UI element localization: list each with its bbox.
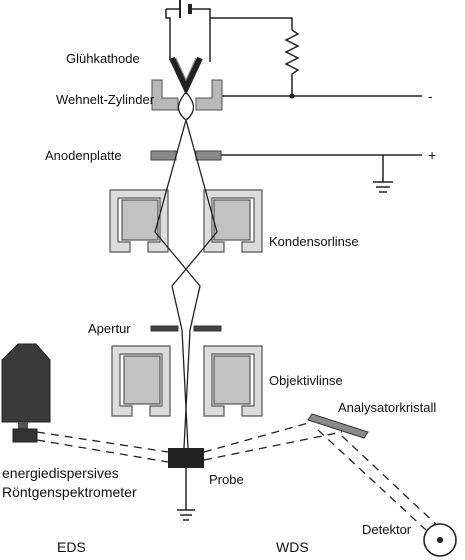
sample-label: Probe [209,472,244,487]
cathode-label: Glühkathode [66,51,140,66]
condenser-lens [109,189,263,253]
anode-ground-symbol [373,155,393,193]
plus-sign: + [428,147,436,163]
xray-paths [36,421,441,531]
eds-device-label-2: Röntgenspektrometer [2,484,137,500]
objective-label: Objektivlinse [269,373,343,388]
resistor-symbol [284,29,300,96]
wehnelt-label: Wehnelt-Zylinder [56,92,155,107]
anode-plate [150,150,222,161]
minus-sign: - [428,88,433,104]
detector-label: Detektor [362,522,412,537]
cathode-filament [169,56,203,96]
eds-label: EDS [57,539,86,555]
battery-symbol [166,0,196,18]
filament-wires [165,8,293,62]
wds-detector [423,523,457,557]
analyzer-crystal [307,413,369,439]
aperture-label: Apertur [88,321,131,336]
wehnelt-cylinder [151,79,223,111]
eds-device-label-1: energiedispersives [2,465,119,481]
electron-beam [154,91,218,449]
aperture-plate [150,325,222,332]
wds-label: WDS [276,539,309,555]
condenser-label: Kondensorlinse [269,234,359,249]
sample-ground-symbol [177,468,195,521]
objective-lens [111,345,263,417]
sample-block [168,448,204,468]
anode-label: Anodenplatte [45,148,122,163]
crystal-label: Analysatorkristall [338,400,436,415]
eds-detector [1,343,51,443]
